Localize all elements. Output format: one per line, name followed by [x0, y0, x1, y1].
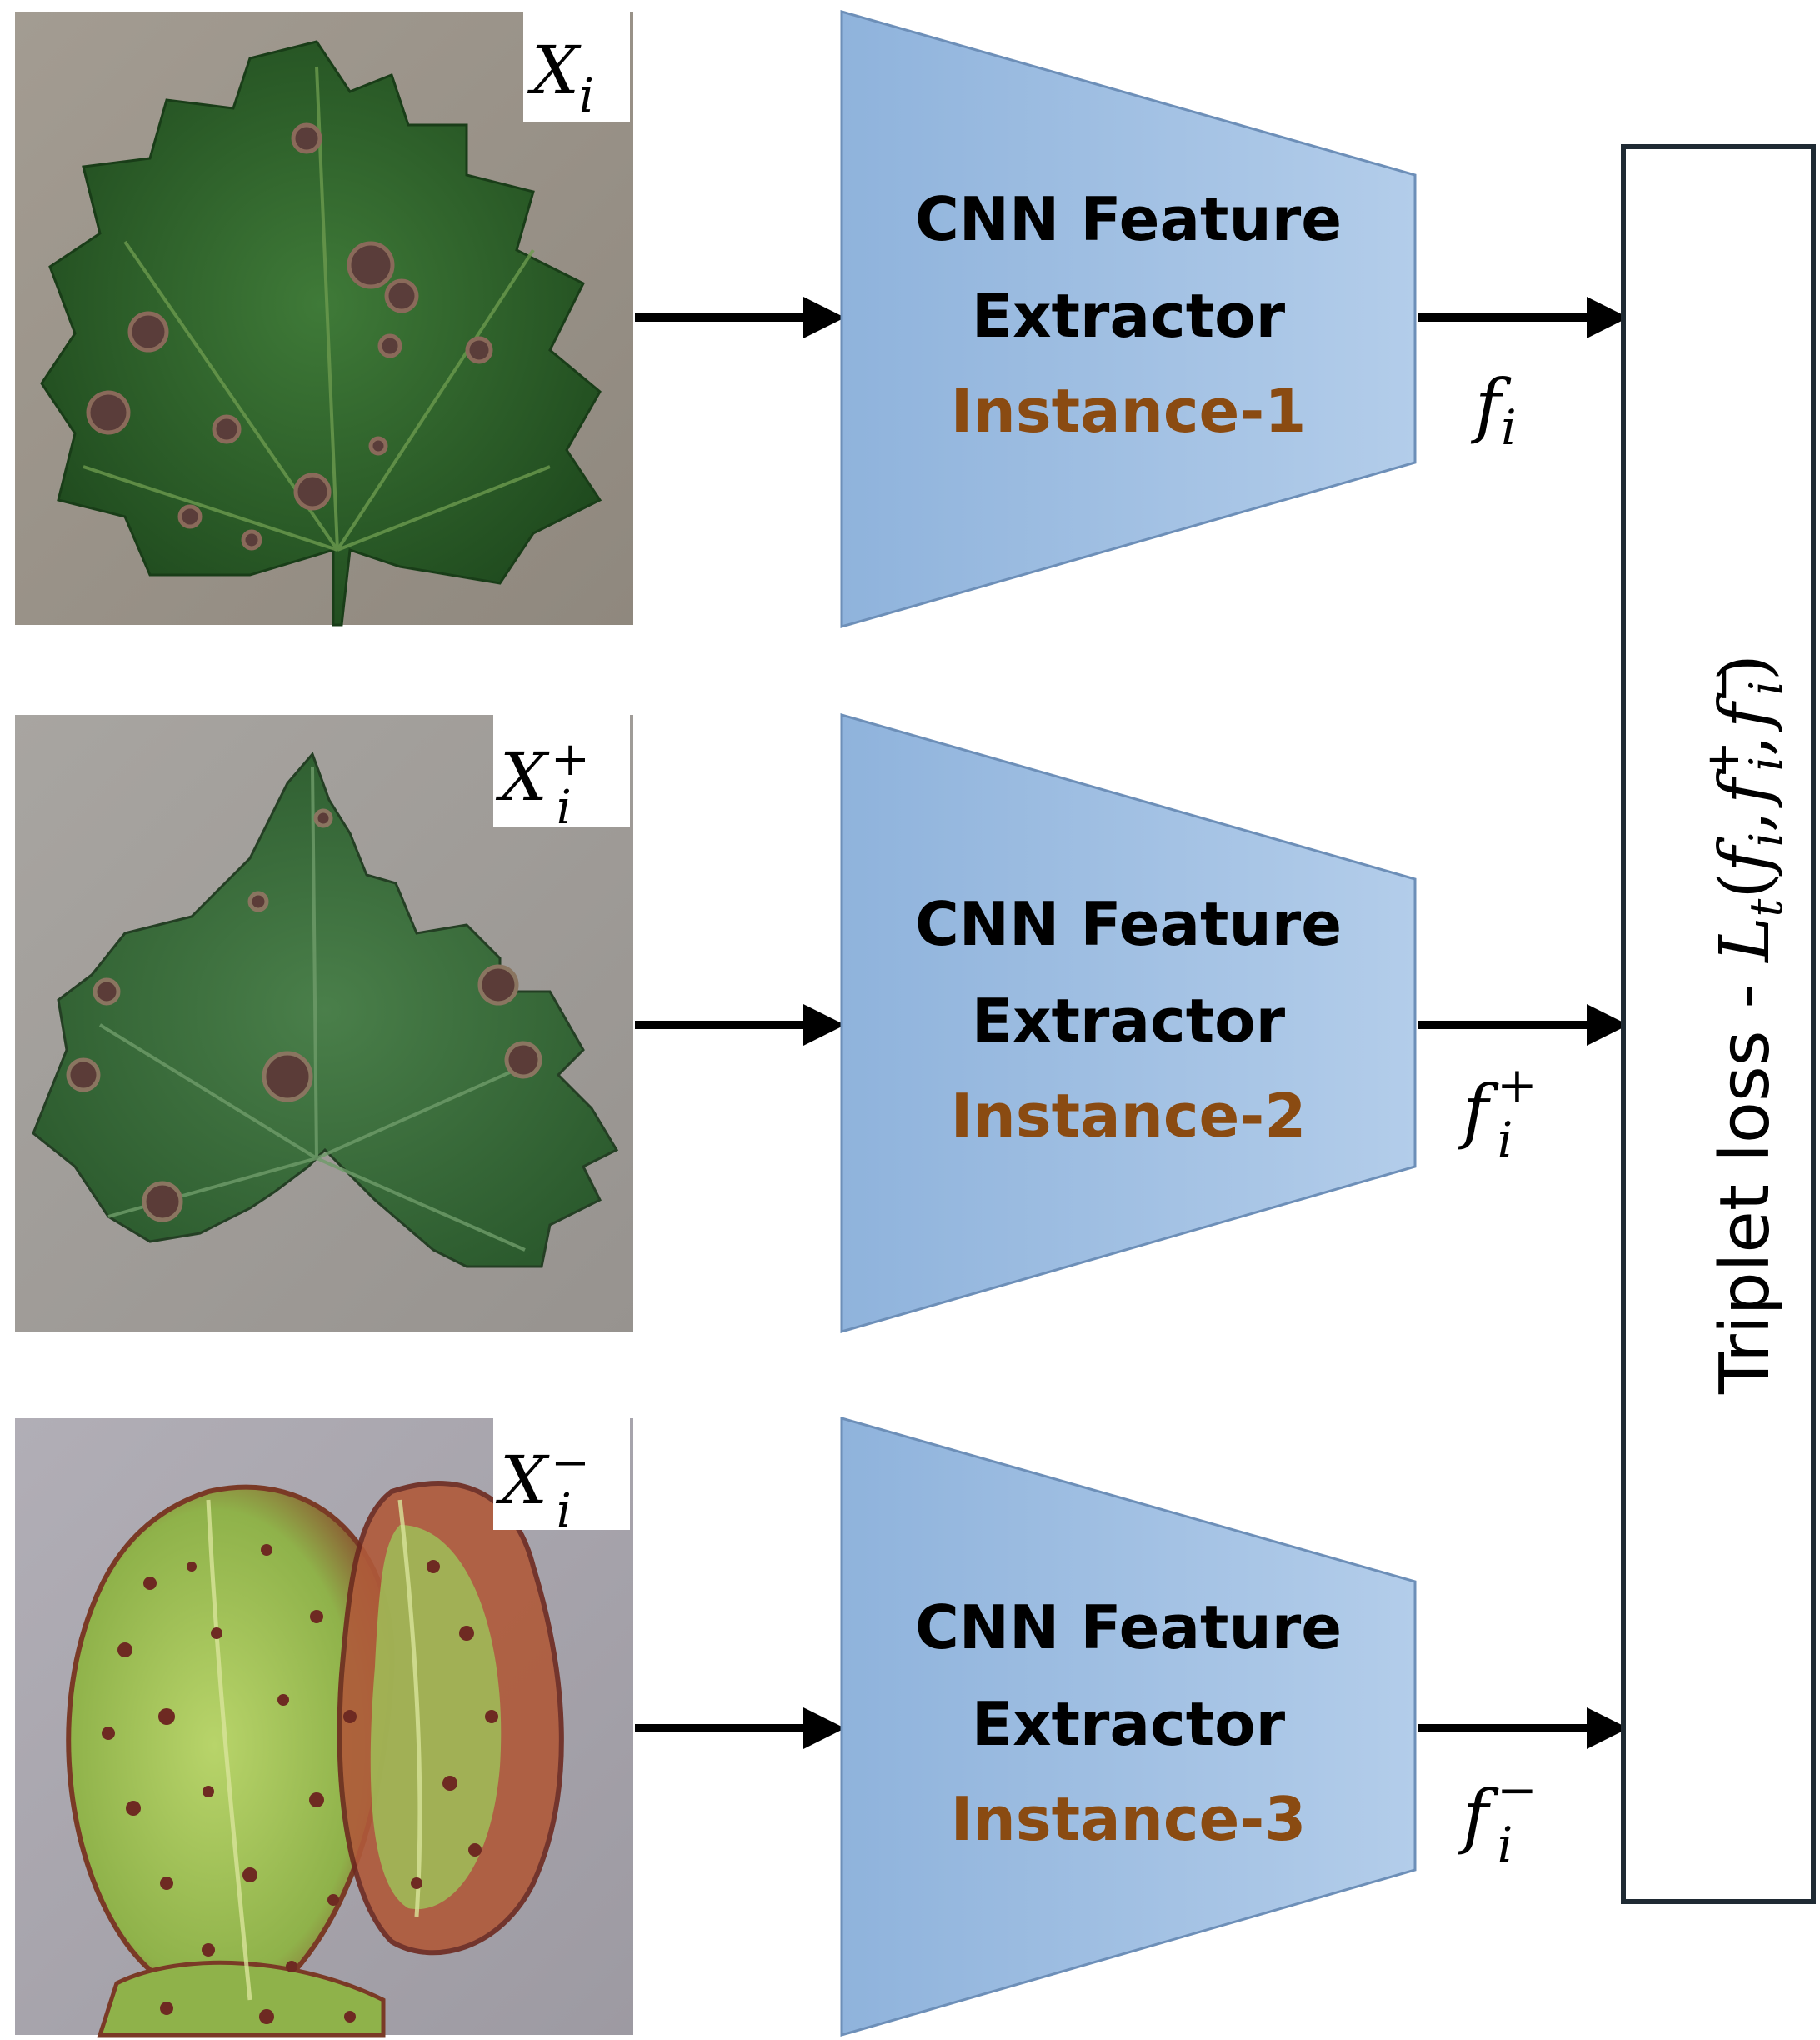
triplet-loss-label: Triplet loss - Lt(fi,f+i,f−i) [1697, 654, 1792, 1395]
anchor-label-box [523, 12, 630, 122]
cnn-extractor-3-instance: Instance-3 [951, 1784, 1307, 1854]
feature-label-2: f+i [1458, 1057, 1538, 1168]
strawberry-leaflet-bottom [97, 1960, 386, 2038]
cnn-extractor-2-instance: Instance-2 [951, 1081, 1307, 1151]
cnn-extractor-1 [840, 10, 1417, 628]
cnn-extractor-3 [840, 1417, 1417, 2037]
triplet-loss-box [1621, 144, 1816, 1904]
feature-label-3: f−i [1458, 1762, 1538, 1873]
triplet-loss-label-group: Triplet loss - Lt(fi,f+i,f−i) [1697, 654, 1792, 1395]
grape-leaf-shape [40, 40, 602, 627]
row-1: Xi CNN Feature Extractor Instance-1 fi [15, 10, 1628, 628]
cnn-extractor-2 [840, 713, 1417, 1333]
negative-label-box [493, 1418, 630, 1530]
cnn-extractor-2-title: CNN Feature [915, 889, 1342, 959]
feature-label-1: fi [1470, 364, 1517, 456]
cnn-extractor-2-subtitle: Extractor [972, 986, 1286, 1056]
leaf-photo-negative [15, 1418, 633, 2038]
anchor-label: Xi [527, 32, 594, 123]
cnn-extractor-1-title: CNN Feature [915, 184, 1342, 254]
row-2: X+i CNN Feature Extractor Instance-2 f+i [15, 713, 1628, 1333]
grape-leaf-shape [32, 752, 619, 1268]
positive-label: X+i [495, 732, 590, 835]
negative-label: X−i [495, 1436, 590, 1538]
cnn-extractor-1-instance: Instance-1 [951, 376, 1307, 446]
cnn-extractor-1-subtitle: Extractor [972, 281, 1286, 351]
cnn-extractor-3-subtitle: Extractor [972, 1689, 1286, 1759]
cnn-extractor-3-title: CNN Feature [915, 1592, 1342, 1662]
row-3: X−i CNN Feature Extractor Instance-3 f−i [15, 1417, 1628, 2038]
positive-label-box [493, 715, 630, 827]
